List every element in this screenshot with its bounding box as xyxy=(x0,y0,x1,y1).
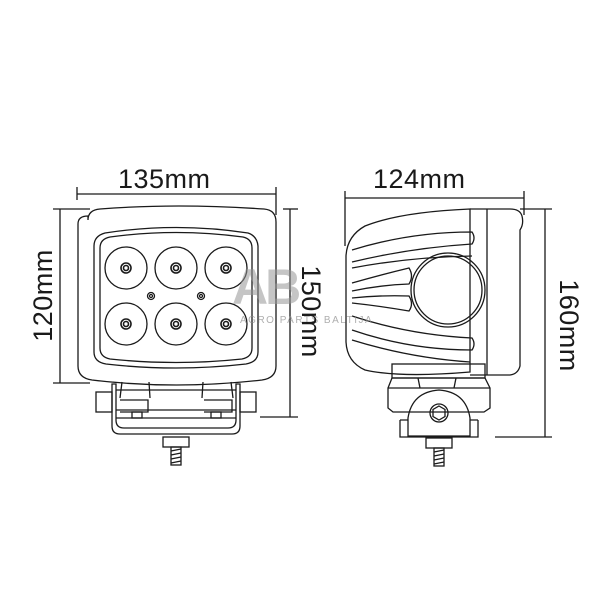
side-bracket xyxy=(387,363,491,467)
side-view xyxy=(344,191,552,467)
front-width-label: 135mm xyxy=(118,164,211,194)
watermark-text: AGRO PARTS BALTIJA xyxy=(240,315,374,326)
side-total-height-label: 160mm xyxy=(553,279,584,372)
front-view xyxy=(53,187,298,466)
front-height-label: 120mm xyxy=(27,249,58,342)
watermark-logo: AB xyxy=(232,259,301,315)
led-lenses xyxy=(104,246,248,346)
front-bracket xyxy=(95,381,257,466)
side-depth-label: 124mm xyxy=(373,164,466,194)
front-total-height-label: 150mm xyxy=(295,265,326,358)
